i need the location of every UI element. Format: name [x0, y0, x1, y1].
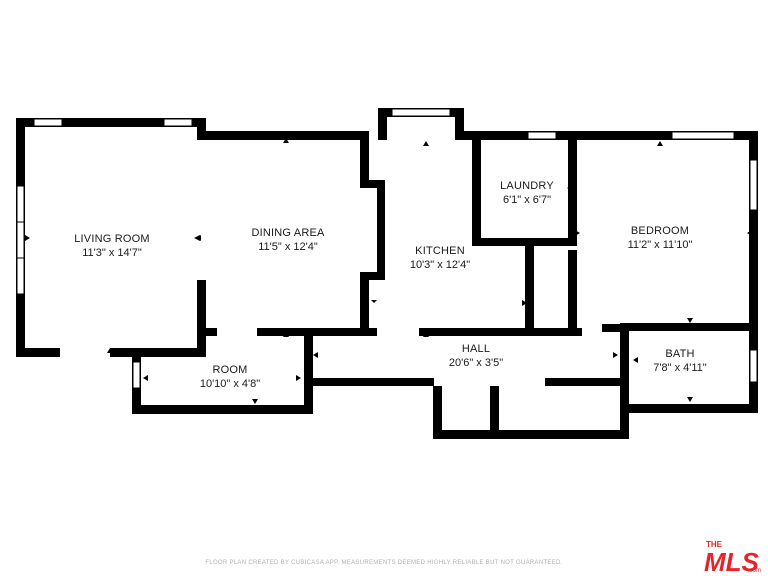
room-label-bath: BATH 7'8" x 4'11" — [640, 348, 720, 376]
room-dims: 11'3" x 14'7" — [82, 246, 142, 259]
room-label-laundry: LAUNDRY 6'1" x 6'7" — [487, 180, 567, 208]
room-name: DINING AREA — [251, 227, 325, 239]
windows — [16, 108, 758, 389]
room-dims: 7'8" x 4'11" — [653, 361, 707, 374]
room-name: LIVING ROOM — [74, 233, 150, 245]
mls-logo-main: MLS — [704, 547, 760, 574]
room-label-room: ROOM 10'10" x 4'8" — [175, 364, 285, 392]
walls — [16, 108, 758, 439]
mls-logo-suffix: .com — [748, 568, 761, 574]
door-openings — [60, 328, 544, 386]
mls-logo: THE MLS .com — [704, 540, 761, 574]
room-label-kitchen: KITCHEN 10'3" x 12'4" — [380, 245, 500, 273]
room-label-bedroom: BEDROOM 11'2" x 11'10" — [600, 225, 720, 253]
room-name: ROOM — [212, 364, 248, 376]
room-name: KITCHEN — [415, 245, 465, 257]
room-dims: 10'3" x 12'4" — [409, 258, 471, 271]
room-dims: 20'6" x 3'5" — [448, 356, 504, 369]
room-name: BEDROOM — [630, 225, 690, 237]
room-label-living-room: LIVING ROOM 11'3" x 14'7" — [52, 233, 172, 261]
room-label-hall: HALL 20'6" x 3'5" — [416, 343, 536, 371]
room-name: BATH — [665, 348, 695, 360]
room-label-dining-area: DINING AREA 11'5" x 12'4" — [228, 227, 348, 255]
room-dims: 11'5" x 12'4" — [258, 240, 318, 253]
room-dims: 10'10" x 4'8" — [199, 377, 261, 390]
room-name: LAUNDRY — [500, 180, 554, 192]
room-dims: 6'1" x 6'7" — [502, 193, 552, 206]
room-dims: 11'2" x 11'10" — [627, 238, 693, 251]
floor-plan-disclaimer: FLOOR PLAN CREATED BY CUBICASA APP. MEAS… — [205, 560, 563, 566]
room-name: HALL — [461, 343, 491, 355]
mls-logo-top: THE — [706, 540, 723, 549]
wall-markers — [25, 138, 752, 404]
